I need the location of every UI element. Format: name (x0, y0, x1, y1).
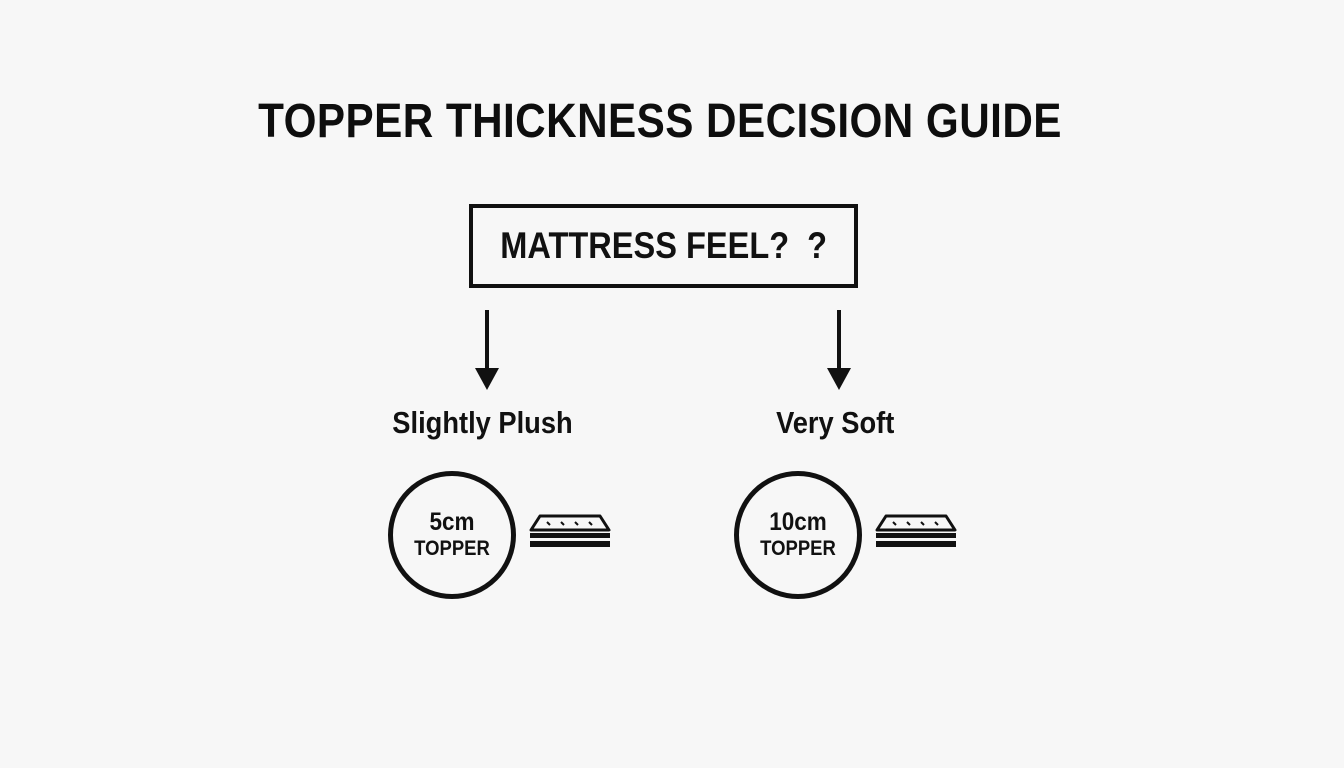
topper-badge-5cm: 5cm TOPPER (388, 471, 516, 599)
question-box: MATTRESS FEEL? ? (469, 204, 858, 288)
mattress-topper-icon (529, 514, 611, 547)
mattress-topper-icon (875, 514, 957, 547)
badge-size-label: 5cm (429, 508, 475, 536)
arrow-down-icon (475, 310, 499, 390)
page-title: TOPPER THICKNESS DECISION GUIDE (258, 95, 1062, 148)
badge-topper-label: TOPPER (760, 537, 836, 560)
question-text: MATTRESS FEEL? ? (500, 225, 827, 266)
arrow-down-icon (827, 310, 851, 390)
badge-size-label: 10cm (769, 508, 827, 536)
topper-badge-10cm: 10cm TOPPER (734, 471, 862, 599)
option-label-very-soft: Very Soft (775, 405, 895, 440)
option-label-slightly-plush: Slightly Plush (391, 405, 573, 440)
badge-topper-label: TOPPER (414, 537, 490, 560)
